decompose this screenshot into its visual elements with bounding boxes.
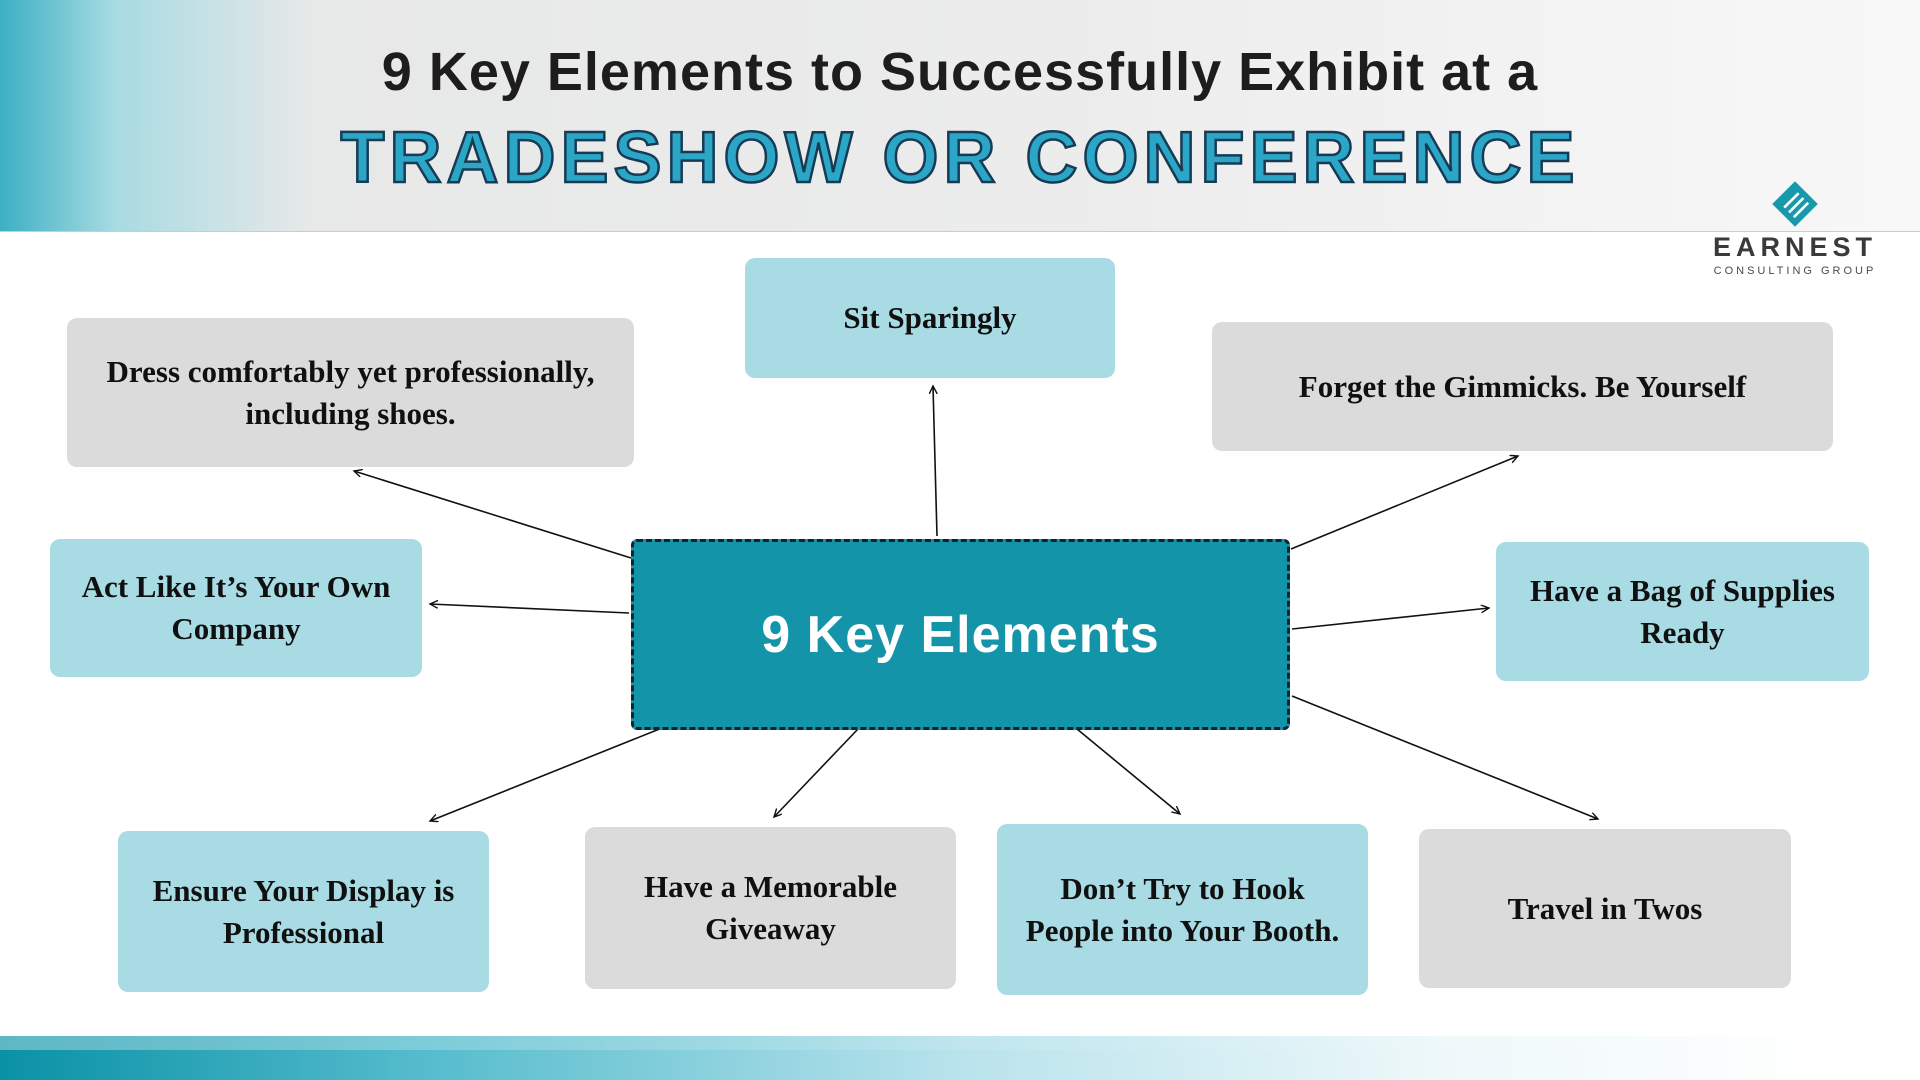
diamond-stripes-icon xyxy=(1772,181,1818,227)
node-label: Don’t Try to Hook People into Your Booth… xyxy=(1025,870,1340,948)
logo-subtitle: CONSULTING GROUP xyxy=(1713,265,1877,277)
node-label: Forget the Gimmicks. Be Yourself xyxy=(1298,368,1747,404)
node-label: Ensure Your Display is Professional xyxy=(152,872,455,950)
arrow-to-bag xyxy=(1291,608,1489,630)
node-label: Travel in Twos xyxy=(1507,890,1703,926)
arrow-to-travel xyxy=(1291,695,1598,819)
arrow-to-hook xyxy=(1076,728,1180,814)
arrow-to-act xyxy=(430,604,630,614)
arrow-to-sit xyxy=(933,386,937,537)
node-travel-in-twos: Travel in Twos xyxy=(1419,829,1791,988)
node-label: Dress comfortably yet professionally, in… xyxy=(106,353,595,431)
node-memorable-giveaway: Have a Memorable Giveaway xyxy=(585,827,956,989)
node-display-professional: Ensure Your Display is Professional xyxy=(118,831,489,992)
arrow-to-ensure xyxy=(430,727,663,821)
node-bag-of-supplies: Have a Bag of Supplies Ready xyxy=(1496,542,1869,681)
node-label: Sit Sparingly xyxy=(843,300,1017,336)
bottom-accent-highlight xyxy=(0,1036,1920,1050)
bottom-accent-band xyxy=(0,1036,1920,1080)
node-dont-hook-people: Don’t Try to Hook People into Your Booth… xyxy=(997,824,1368,995)
center-node: 9 Key Elements xyxy=(631,539,1290,730)
header-banner: 9 Key Elements to Successfully Exhibit a… xyxy=(0,0,1920,232)
company-logo: EARNEST CONSULTING GROUP xyxy=(1700,180,1890,277)
node-label: Act Like It’s Your Own Company xyxy=(81,569,391,646)
node-label: Have a Bag of Supplies Ready xyxy=(1530,572,1835,650)
arrow-to-giveaway xyxy=(774,728,859,817)
page-subtitle: TRADESHOW OR CONFERENCE xyxy=(339,116,1580,199)
node-label: Have a Memorable Giveaway xyxy=(643,869,898,946)
arrow-to-forget xyxy=(1290,456,1518,550)
center-node-label: 9 Key Elements xyxy=(761,605,1160,664)
node-sit-sparingly: Sit Sparingly xyxy=(745,258,1115,378)
node-act-own-company: Act Like It’s Your Own Company xyxy=(50,539,422,677)
page-title: 9 Key Elements to Successfully Exhibit a… xyxy=(381,41,1539,102)
node-dress-comfortably: Dress comfortably yet professionally, in… xyxy=(67,318,634,467)
node-forget-gimmicks: Forget the Gimmicks. Be Yourself xyxy=(1212,322,1833,451)
logo-name: EARNEST xyxy=(1712,232,1877,262)
